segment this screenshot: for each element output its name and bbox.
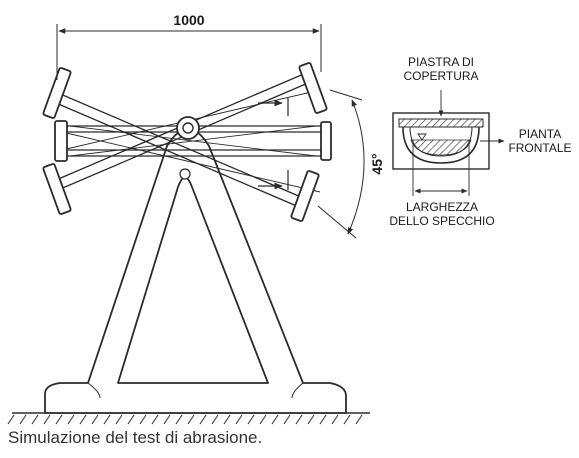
cover-plate-label-1: PIASTRA DI bbox=[408, 55, 474, 69]
mirror-width-label-2: DELLO SPECCHIO bbox=[389, 214, 494, 228]
specimen-holder-left-top bbox=[42, 67, 72, 119]
detail-cross-section bbox=[392, 90, 505, 196]
angle-dimension bbox=[317, 89, 365, 239]
width-dimension bbox=[56, 24, 322, 80]
liquid-level bbox=[410, 139, 472, 156]
flow-arrows bbox=[258, 98, 289, 190]
specimen-holder-right-mid bbox=[320, 121, 332, 161]
angle-dimension-label: 45° bbox=[369, 153, 385, 174]
front-plan-label-2: FRONTALE bbox=[508, 141, 571, 155]
pivot-hub bbox=[176, 116, 200, 180]
front-plan-label-1: PIANTA bbox=[519, 127, 561, 141]
basin bbox=[402, 126, 480, 164]
cover-plate bbox=[398, 118, 484, 128]
mirror-width-label-1: LARGHEZZA bbox=[406, 200, 478, 214]
a-frame-stand bbox=[44, 128, 347, 414]
figure-caption: Simulazione del test di abrasione. bbox=[8, 428, 263, 447]
ground-base bbox=[7, 412, 370, 425]
specimen-holder-right-top bbox=[298, 62, 328, 114]
width-dimension-label: 1000 bbox=[173, 12, 204, 28]
specimen-holder-right-bottom bbox=[290, 170, 320, 222]
specimen-holder-left-mid bbox=[54, 120, 68, 162]
cover-plate-label-2: COPERTURA bbox=[403, 69, 478, 83]
specimen-holder-left-bottom bbox=[42, 163, 72, 215]
